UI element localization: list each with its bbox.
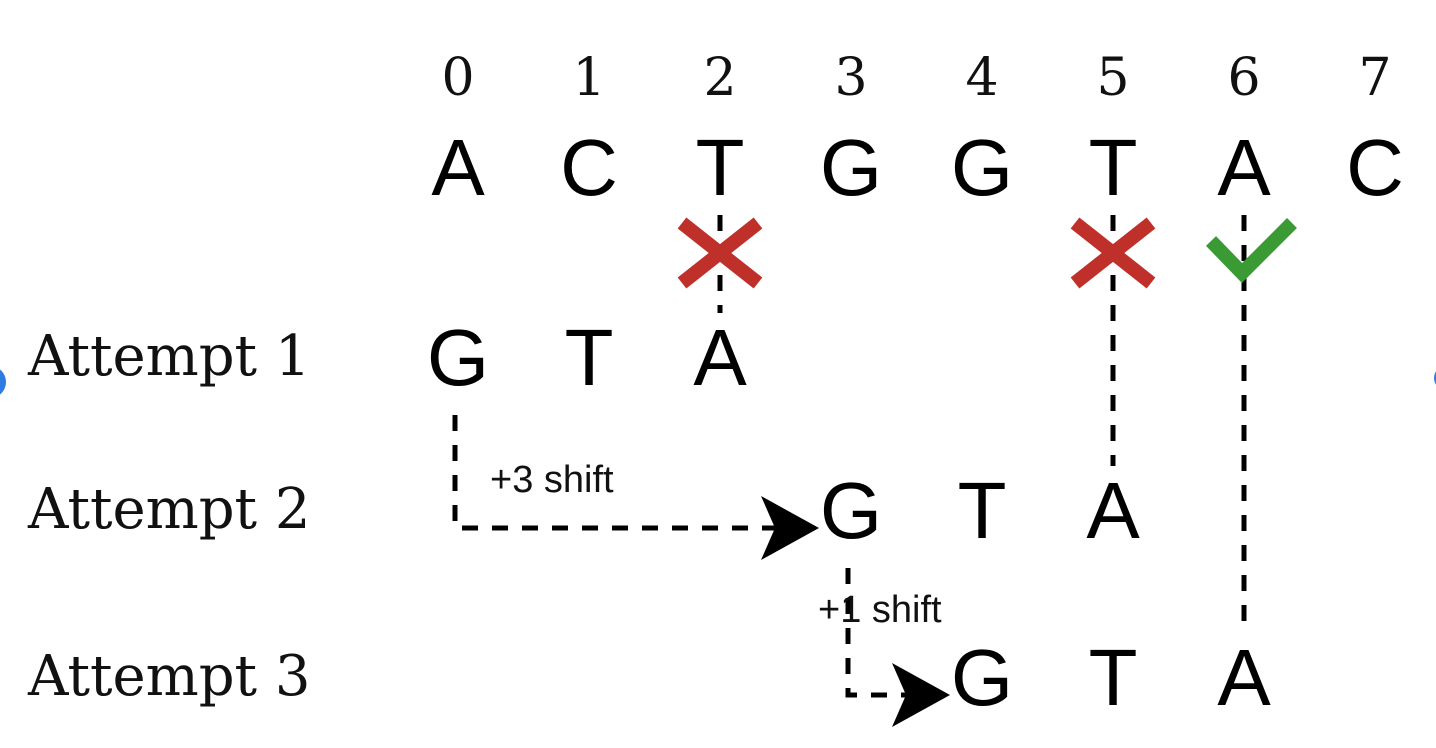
pattern-char: G [427,313,489,402]
index-label: 3 [834,48,867,108]
shift-arrow-line [452,415,776,531]
text-char: G [820,123,882,212]
text-char: T [1089,123,1138,212]
attempt-label: Attempt 1 [27,324,311,389]
pattern-char: T [565,313,614,402]
text-char: A [431,123,485,212]
shift-label: +1 shift [818,589,942,631]
text-char: G [951,123,1013,212]
index-label: 7 [1358,48,1391,108]
shift-arrow-head [761,496,819,560]
shift-arrow-line [845,568,907,698]
shift-arrow-head [892,663,950,727]
index-label: 2 [703,48,736,108]
attempt-label: Attempt 2 [27,477,311,542]
index-label: 1 [572,48,605,108]
text-char: A [1217,123,1271,212]
index-label: 6 [1227,48,1260,108]
pattern-char: A [693,313,747,402]
shift-labels: +3 shift +1 shift [490,459,942,631]
text-char: C [1346,123,1404,212]
pattern-char: G [820,466,882,555]
shift-label: +3 shift [490,459,614,501]
match-check-icon [1205,218,1297,283]
pattern-char: T [958,466,1007,555]
comparison-markers [677,217,1297,289]
index-label: 4 [965,48,998,108]
index-row: 0 1 2 3 4 5 6 7 [441,48,1391,108]
mismatch-cross-icon [1070,217,1156,289]
pattern-char: A [1217,633,1271,722]
index-label: 0 [441,48,474,108]
mismatch-cross-icon [677,217,763,289]
left-edge-marker [0,369,6,395]
index-label: 5 [1096,48,1129,108]
text-char: T [696,123,745,212]
pattern-char: G [951,633,1013,722]
text-char: C [560,123,618,212]
attempt-label: Attempt 3 [27,644,311,709]
pattern-char: A [1086,466,1140,555]
pattern-char: T [1089,633,1138,722]
